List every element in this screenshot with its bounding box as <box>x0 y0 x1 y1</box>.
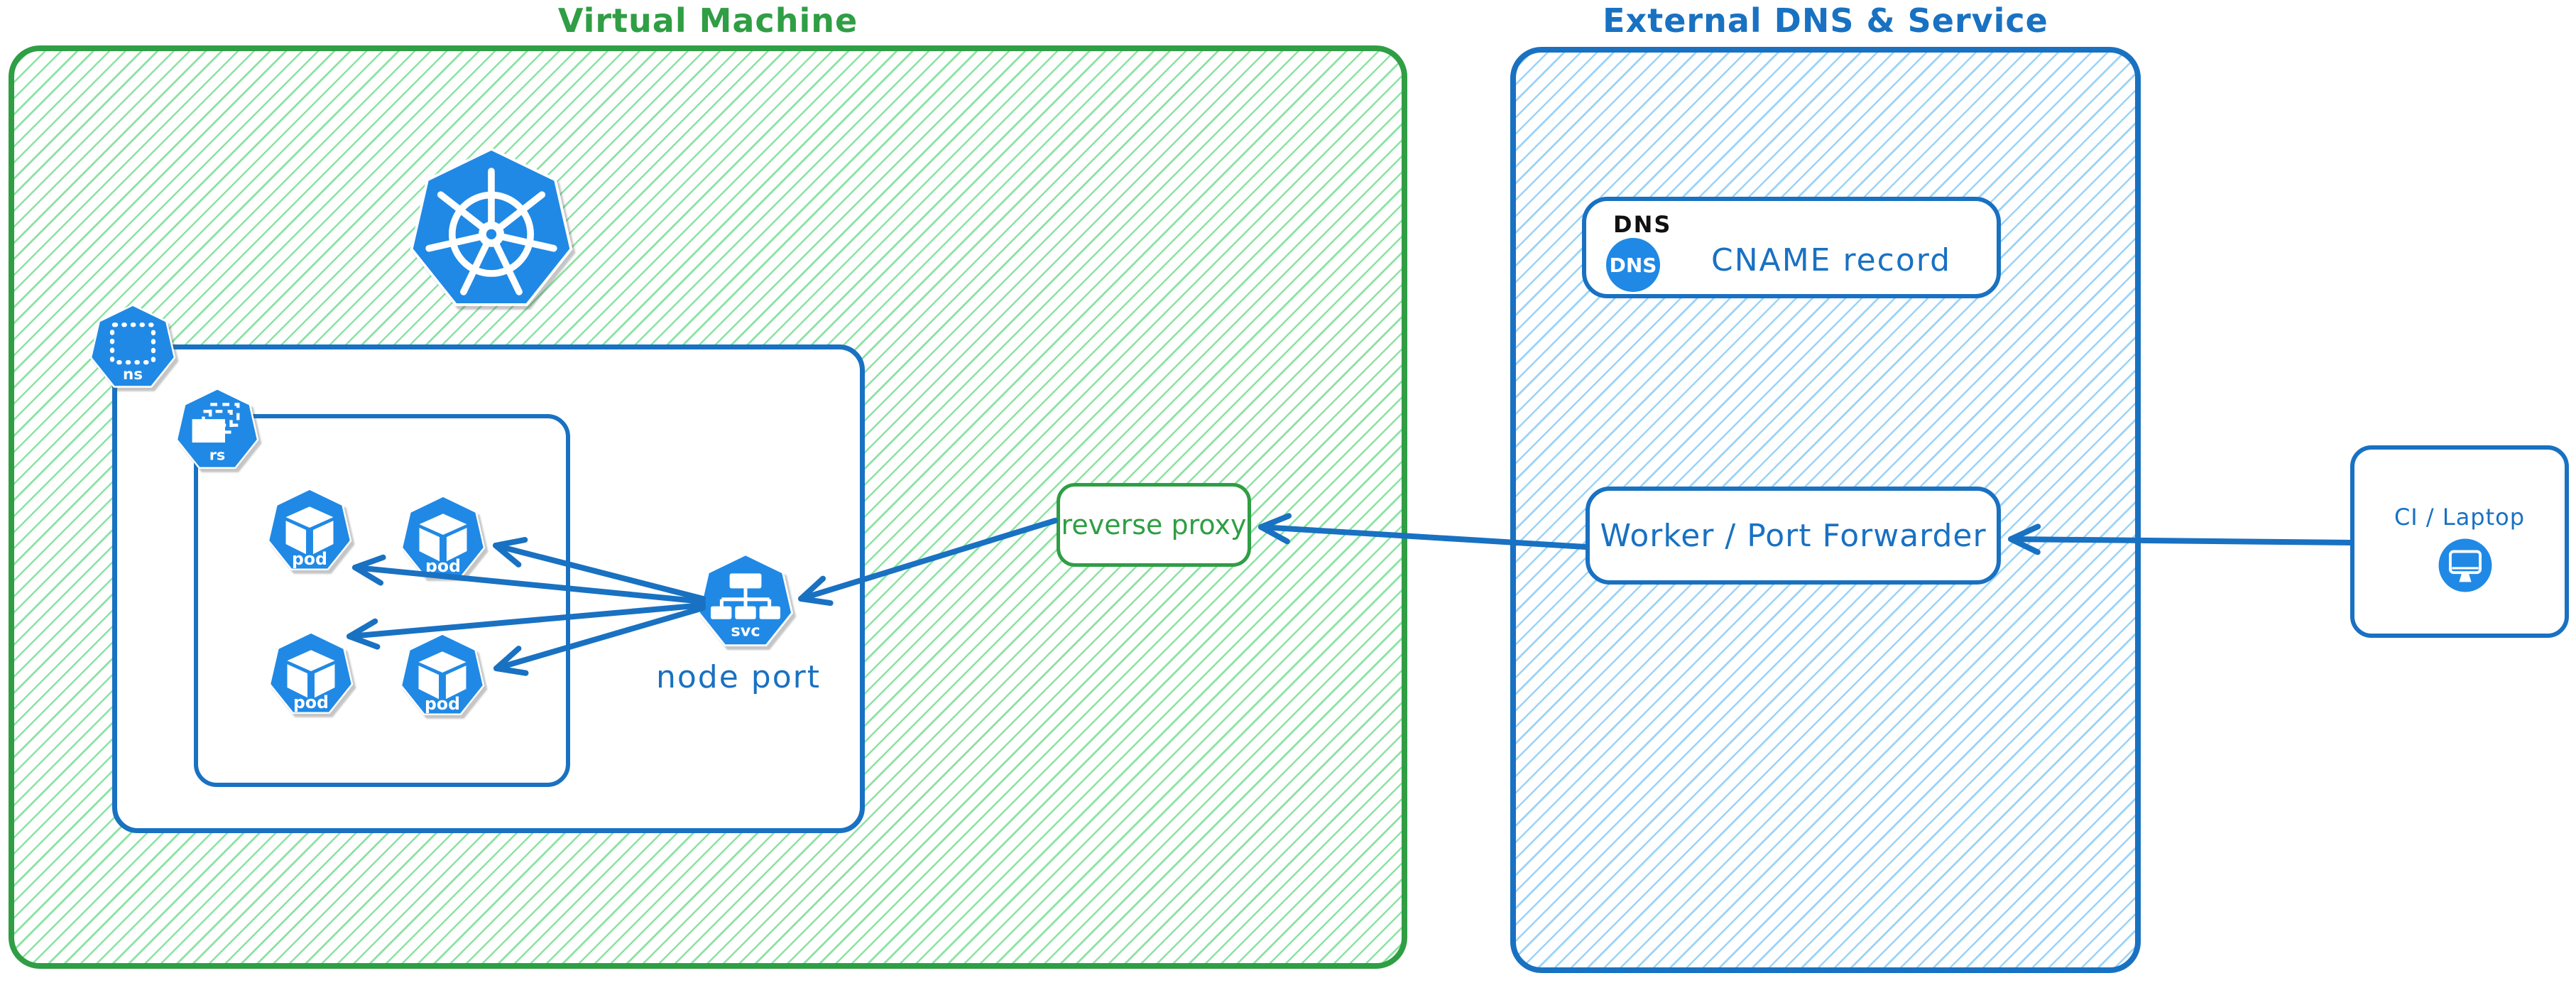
cname-record-label: CNAME record <box>1710 242 1952 278</box>
worker-port-forwarder-box: Worker / Port Forwarder <box>1586 487 2001 585</box>
pod-icon: pod <box>399 494 487 582</box>
namespace-icon-label: ns <box>123 366 143 384</box>
pod-icon: pod <box>266 487 354 575</box>
pod-icon: pod <box>398 632 486 720</box>
reverse-proxy-box: reverse proxy <box>1057 483 1251 567</box>
dns-badge-icon: DNS <box>1606 238 1660 292</box>
replicaset-icon-label: rs <box>209 446 226 463</box>
pod-icon-label: pod <box>293 693 329 712</box>
service-icon: svc <box>696 553 795 652</box>
dns-tag-label: DNS <box>1613 211 1672 238</box>
worker-port-forwarder-label: Worker / Port Forwarder <box>1600 517 1987 554</box>
replicaset-icon: rs <box>174 387 261 474</box>
pod-icon-label: pod <box>292 549 327 569</box>
pod-icon: pod <box>267 631 355 719</box>
service-icon-label: svc <box>731 622 760 641</box>
pod-icon-label: pod <box>425 694 460 714</box>
dns-badge-label: DNS <box>1609 253 1657 277</box>
ci-laptop-label: CI / Laptop <box>2394 504 2526 531</box>
cname-record-card: DNS DNS CNAME record <box>1582 197 2001 298</box>
reverse-proxy-label: reverse proxy <box>1061 509 1247 541</box>
kubernetes-logo-icon <box>406 146 577 316</box>
pod-icon-label: pod <box>425 556 461 576</box>
monitor-icon <box>2438 538 2493 593</box>
node-port-label: node port <box>656 659 821 695</box>
virtual-machine-title: Virtual Machine <box>557 1 858 40</box>
namespace-icon: ns <box>88 303 178 393</box>
ci-laptop-box: CI / Laptop <box>2350 445 2569 638</box>
external-dns-title: External DNS & Service <box>1603 1 2048 40</box>
